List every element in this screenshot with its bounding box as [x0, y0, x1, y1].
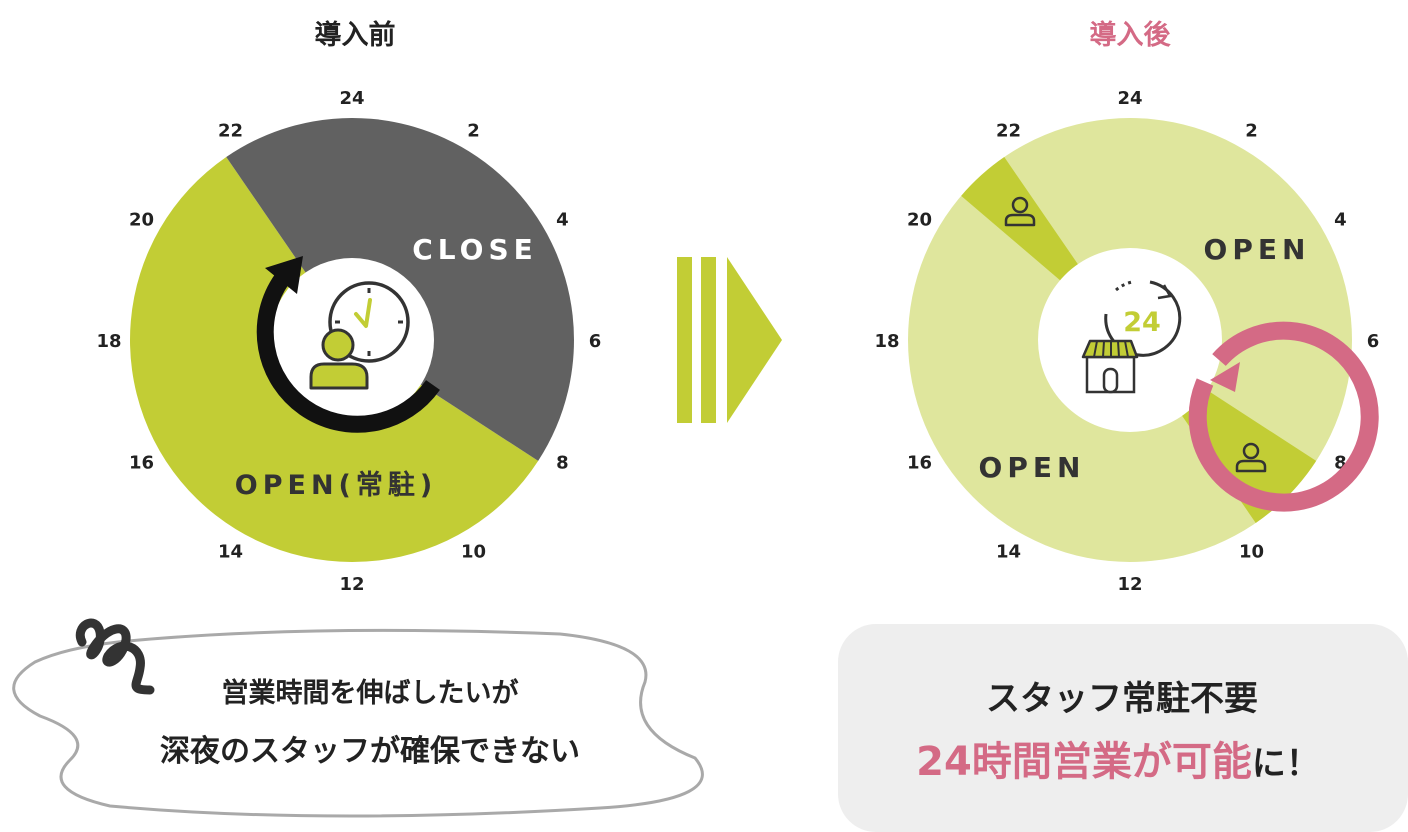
quote-scribble-icon — [75, 618, 155, 695]
clock-24-badge: 24 — [1123, 307, 1161, 338]
before-hour-label-2: 2 — [467, 121, 480, 142]
staff-person-icon-lower — [1235, 442, 1267, 473]
clock-24-icon: 24 — [1104, 280, 1182, 357]
after-hour-label-12: 12 — [1117, 574, 1142, 595]
cycle-arrow-icon — [1188, 321, 1379, 512]
close-label: CLOSE — [412, 233, 538, 266]
before-hour-label-24: 24 — [339, 88, 364, 109]
cycle-arrow-icon — [256, 256, 440, 433]
result-highlight: 24時間営業が可能 — [916, 739, 1252, 785]
after-hour-label-16: 16 — [907, 453, 932, 474]
before-hour-label-8: 8 — [556, 453, 569, 474]
after-hour-label-20: 20 — [907, 210, 932, 231]
open-label-lower: OPEN — [979, 451, 1086, 484]
staff-person-icon-upper — [1004, 196, 1036, 227]
result-line-2: 24時間営業が可能に！ — [916, 739, 1320, 785]
result-line-1: スタッフ常駐不要 — [986, 679, 1258, 719]
after-hour-label-18: 18 — [874, 331, 899, 352]
after-hour-label-14: 14 — [996, 541, 1021, 562]
after-hour-label-6: 6 — [1367, 331, 1380, 352]
after-hour-label-22: 22 — [996, 121, 1021, 142]
before-hour-label-22: 22 — [218, 121, 243, 142]
open-label-upper: OPEN — [1204, 233, 1311, 266]
before-hour-label-16: 16 — [129, 453, 154, 474]
after-title: 導入後 — [1090, 19, 1172, 51]
before-hour-label-14: 14 — [218, 541, 243, 562]
before-hour-label-20: 20 — [129, 210, 154, 231]
before-title: 導入前 — [315, 19, 396, 51]
open-resident-label: OPEN(常駐) — [235, 470, 437, 501]
before-hour-label-6: 6 — [589, 331, 602, 352]
after-hour-label-10: 10 — [1239, 541, 1264, 562]
after-hour-label-24: 24 — [1117, 88, 1142, 109]
chevron-right-icon — [677, 257, 782, 423]
store-icon — [1081, 339, 1139, 394]
before-hour-label-18: 18 — [96, 331, 121, 352]
after-hour-label-2: 2 — [1245, 121, 1258, 142]
after-hour-label-4: 4 — [1334, 210, 1347, 231]
person-icon — [309, 328, 369, 390]
speech-bubble: 営業時間を伸ばしたいが 深夜のスタッフが確保できない — [12, 618, 704, 818]
speech-line-1: 営業時間を伸ばしたいが — [222, 677, 519, 709]
result-suffix: に！ — [1252, 744, 1320, 784]
result-box: スタッフ常駐不要 24時間営業が可能に！ — [838, 624, 1408, 832]
before-hour-label-4: 4 — [556, 210, 569, 231]
speech-line-2: 深夜のスタッフが確保できない — [160, 734, 580, 769]
before-hour-label-12: 12 — [339, 574, 364, 595]
before-hour-label-10: 10 — [461, 541, 486, 562]
